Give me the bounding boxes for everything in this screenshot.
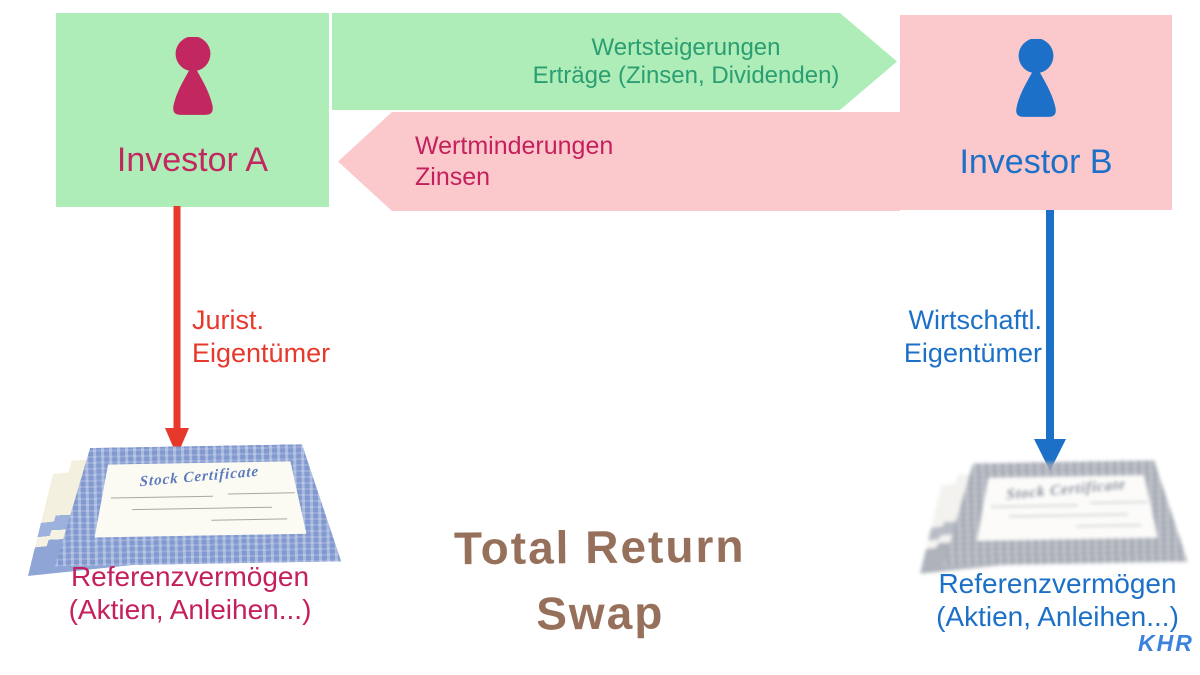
- certificate-form-line: [1009, 514, 1129, 517]
- diagram-title-line1: Total Return: [453, 519, 746, 575]
- certificate-form-line: [132, 507, 272, 510]
- certificate-title: Stock Certificate: [139, 463, 260, 491]
- reference-asset-label-right: Referenzvermögen (Aktien, Anleihen...): [885, 567, 1200, 633]
- author-signature: KHR: [1138, 630, 1194, 656]
- certificate-face: Stock Certificate: [93, 461, 306, 538]
- value-decrease-label-line1: Wertminderungen: [415, 131, 614, 160]
- certificate-form-line: [1076, 524, 1141, 526]
- economic-owner-label: Wirtschaftl. Eigentümer: [850, 304, 1042, 370]
- certificate-sheet: Stock Certificate: [941, 460, 1188, 566]
- investor-b-label: Investor B: [959, 143, 1113, 181]
- stock-certificates-photo-blurred: Stock Certificate: [915, 462, 1187, 564]
- value-increase-label-line2: Erträge (Zinsen, Dividenden): [532, 61, 840, 89]
- reference-asset-left-line2: (Aktien, Anleihen...): [68, 594, 312, 625]
- certificate-face: Stock Certificate: [976, 475, 1158, 541]
- economic-owner-arrow-icon: [1034, 210, 1066, 471]
- legal-owner-label: Jurist. Eigentümer: [192, 304, 330, 370]
- pawn-icon: [1016, 39, 1056, 117]
- value-decrease-label-line2: Zinsen: [415, 162, 491, 191]
- legal-owner-line2: Eigentümer: [192, 338, 331, 368]
- value-increase-arrow: Wertsteigerungen Erträge (Zinsen, Divide…: [332, 13, 897, 110]
- certificate-form-line: [227, 492, 295, 494]
- certificate-form-line: [1090, 502, 1148, 504]
- certificate-form-line: [211, 518, 287, 520]
- value-increase-label-line1: Wertsteigerungen: [591, 33, 781, 61]
- investor-a-label: Investor A: [116, 141, 269, 179]
- reference-asset-right-line2: (Aktien, Anleihen...): [936, 601, 1179, 632]
- reference-asset-right-line1: Referenzvermögen: [938, 568, 1177, 599]
- investor-b-box: Investor B: [900, 15, 1172, 210]
- certificate-form-line: [991, 505, 1078, 508]
- investor-a-box: Investor A: [56, 13, 329, 207]
- economic-owner-line2: Eigentümer: [903, 338, 1042, 368]
- diagram-title-line2: Swap: [535, 586, 665, 640]
- certificate-form-line: [111, 496, 213, 499]
- pawn-icon: [172, 37, 213, 115]
- reference-asset-left-line1: Referenzvermögen: [70, 561, 310, 592]
- value-decrease-arrow: Wertminderungen Zinsen: [338, 112, 900, 211]
- legal-owner-arrow-icon: [165, 206, 189, 456]
- reference-asset-label-left: Referenzvermögen (Aktien, Anleihen...): [15, 560, 365, 626]
- diagram-title: Total Return Swap: [399, 512, 800, 647]
- stock-certificates-photo: Stock Certificate: [22, 446, 340, 564]
- certificate-sheet: Stock Certificate: [53, 444, 341, 567]
- economic-owner-line1: Wirtschaftl.: [908, 305, 1042, 335]
- legal-owner-line1: Jurist.: [192, 305, 265, 335]
